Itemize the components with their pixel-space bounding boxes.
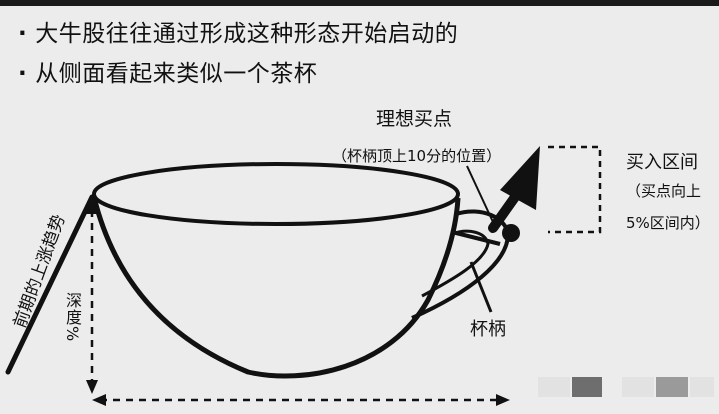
handle-top-band <box>451 230 501 246</box>
buy-point-dot <box>502 224 520 242</box>
bullet-dot: · <box>18 61 28 87</box>
buy-point-pointer <box>466 165 494 223</box>
width-arrow-right <box>496 394 510 406</box>
watermark-block <box>690 377 714 397</box>
watermark-block <box>538 377 570 397</box>
cup-handle-inner <box>421 229 490 298</box>
watermark-block <box>622 377 654 397</box>
handle-pointer <box>469 261 493 313</box>
bullet-text: 从侧面看起来类似一个茶杯 <box>35 61 318 87</box>
bullet-item: · 从侧面看起来类似一个茶杯 <box>18 54 458 94</box>
top-bar <box>0 0 719 6</box>
bullet-dot: · <box>18 21 28 47</box>
buy-range-line1: （买点向上 <box>626 182 702 200</box>
bullet-text: 大牛股往往通过形成这种形态开始启动的 <box>35 21 459 47</box>
width-arrow-left <box>92 394 106 406</box>
prior-trend-line <box>5 194 95 375</box>
ideal-buy-point-subtitle: （杯柄顶上10分的位置） <box>332 147 502 165</box>
bullet-item: · 大牛股往往通过形成这种形态开始启动的 <box>18 14 458 54</box>
cup-rim <box>92 162 460 226</box>
breakout-arrow-head <box>500 146 540 210</box>
watermark-block <box>572 377 602 397</box>
buy-range-line2: 5%区间内） <box>626 214 710 232</box>
ideal-buy-point-title: 理想买点 <box>376 108 453 130</box>
cup-body <box>91 196 461 379</box>
watermark-block <box>656 377 688 397</box>
depth-arrow-top <box>86 200 98 214</box>
depth-label: 深度% <box>63 292 82 343</box>
buy-range-bracket <box>548 145 602 234</box>
handle-label: 杯柄 <box>470 319 506 340</box>
bullet-list: · 大牛股往往通过形成这种形态开始启动的 · 从侧面看起来类似一个茶杯 <box>18 14 458 94</box>
depth-arrow-bottom <box>86 380 98 394</box>
buy-range-title: 买入区间 <box>626 152 698 173</box>
